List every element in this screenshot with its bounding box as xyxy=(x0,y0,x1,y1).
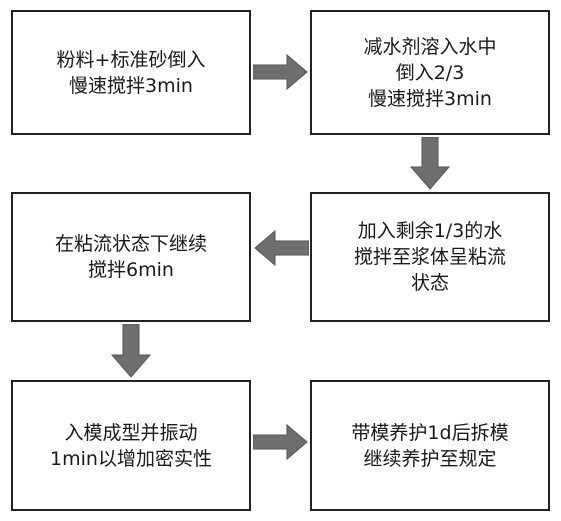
step-1-line-2: 慢速搅拌3min xyxy=(69,74,193,97)
step-6-line-2: 继续养护至规定 xyxy=(363,447,497,470)
arrow-right-2 xyxy=(253,423,308,461)
step-3-line-1: 加入剩余1/3的水 xyxy=(357,220,503,242)
step-2-box: 减水剂溶入水中 倒入2/3 慢速搅拌3min xyxy=(310,10,550,135)
arrow-left-1 xyxy=(254,229,309,267)
arrow-down-2 xyxy=(110,324,152,378)
step-3-line-2: 搅拌至浆体呈粘流 xyxy=(353,246,506,268)
step-3-line-3: 状态 xyxy=(410,272,449,294)
step-4-box: 在粘流状态下继续 搅拌6min xyxy=(11,192,251,322)
step-6-line-1: 带模养护1d后拆模 xyxy=(351,421,509,444)
step-2-line-3: 慢速搅拌3min xyxy=(368,87,492,110)
step-4-line-1: 在粘流状态下继续 xyxy=(54,233,207,255)
step-5-line-1: 入模成型并振动 xyxy=(64,421,198,444)
step-5-box: 入模成型并振动 1min以增加密实性 xyxy=(11,380,251,511)
step-4-line-2: 搅拌6min xyxy=(88,259,174,281)
step-5-line-2: 1min以增加密实性 xyxy=(50,447,212,470)
step-6-box: 带模养护1d后拆模 继续养护至规定 xyxy=(310,380,550,511)
step-1-box: 粉料+标准砂倒入 慢速搅拌3min xyxy=(11,10,251,135)
step-3-box: 加入剩余1/3的水 搅拌至浆体呈粘流 状态 xyxy=(310,192,550,322)
step-1-line-1: 粉料+标准砂倒入 xyxy=(56,48,206,71)
step-2-line-2: 倒入2/3 xyxy=(395,61,465,84)
arrow-right-1 xyxy=(253,53,308,91)
step-2-line-1: 减水剂溶入水中 xyxy=(363,35,497,58)
arrow-down-1 xyxy=(409,137,451,190)
